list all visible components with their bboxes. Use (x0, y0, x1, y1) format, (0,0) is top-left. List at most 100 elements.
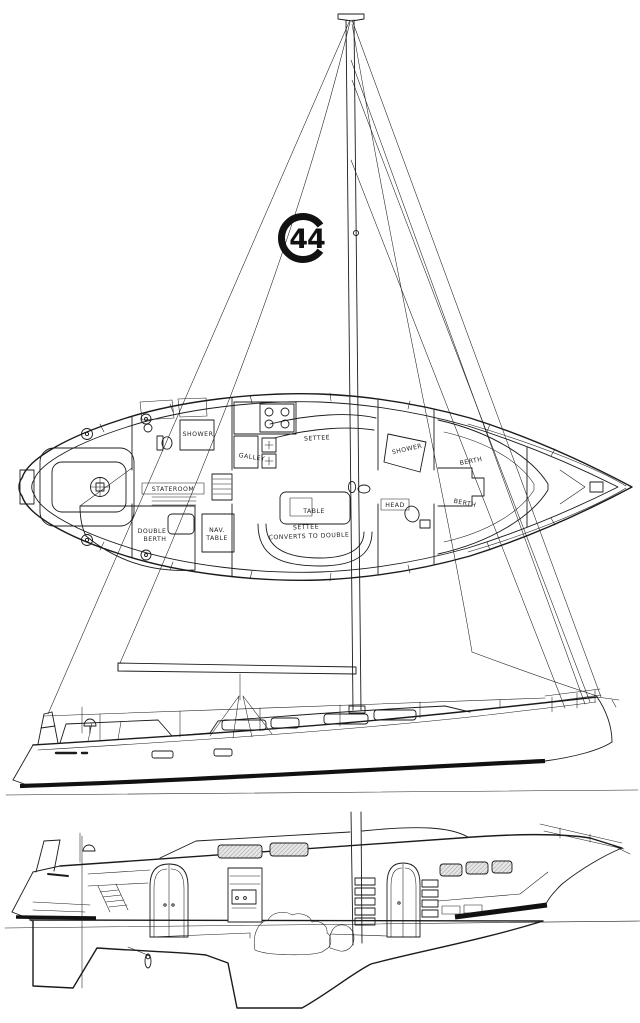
berth-edge-line (79, 467, 133, 507)
headsail-halyards (350, 79, 591, 709)
stern-arch (37, 711, 59, 745)
aft-stateroom-door (149, 863, 189, 938)
galley-stove (259, 403, 295, 433)
hull-outline-plan (18, 393, 633, 581)
fwd-cabin-windows (439, 860, 513, 877)
foredeck-seam-top (467, 423, 627, 487)
label-head: HEAD (385, 502, 405, 509)
main-leech (119, 21, 351, 664)
bow-pulpit (544, 688, 620, 713)
profile-view (5, 79, 639, 796)
cutaway-transom (11, 871, 34, 913)
jib-leech (351, 23, 473, 653)
aft-toilet (156, 435, 173, 451)
stern-boot-stripe (15, 915, 97, 920)
cutaway-transom-top (32, 865, 61, 873)
cutaway-waterline (4, 920, 640, 929)
water-surface-line (5, 789, 639, 796)
coachroof-aft (159, 831, 351, 859)
c-ring (278, 213, 328, 263)
mast-section (347, 480, 357, 494)
galley-sinks (261, 437, 277, 469)
foredeck-seam-bottom (467, 487, 627, 553)
label-nav-table-1: NAV. (209, 527, 225, 534)
salon-windows (217, 842, 309, 859)
deck-inner-line (31, 401, 619, 573)
label-settee-converts-1: SETTEE (293, 524, 319, 532)
logo-number: 44 (289, 224, 325, 255)
vberth-inner (443, 431, 535, 543)
fwd-head-door (386, 862, 421, 938)
boom (117, 662, 357, 675)
settee-upper-front (269, 414, 377, 425)
coachroof-fwd (361, 827, 469, 838)
berth-pillow (167, 513, 195, 535)
galley-fridge (233, 435, 259, 469)
bow-stem (596, 696, 613, 743)
label-double-berth-1: DOUBLE (138, 528, 167, 535)
plan-labels: SHOWER GALLEY SETTEE SHOWER BERTH BERTH … (138, 431, 483, 543)
head-label-box (380, 498, 410, 511)
toe-rail-line (37, 701, 597, 751)
fwd-toilet (404, 505, 431, 529)
forefoot (544, 741, 613, 762)
stern-deck-panels (139, 397, 208, 421)
transom-step-grid (19, 469, 35, 505)
label-table: TABLE (302, 508, 325, 515)
cutaway-stern-arch (35, 839, 61, 873)
label-galley: GALLEY (238, 452, 265, 463)
cabin-sole (149, 932, 388, 939)
settee-lower-inner (265, 523, 365, 559)
aft-washbasin (143, 423, 153, 433)
bow-boot-stripe (454, 902, 548, 920)
mast-fitting (352, 229, 360, 237)
lifelines (43, 697, 546, 742)
cockpit-coaming (39, 447, 135, 527)
steering-wheel (90, 477, 110, 497)
cutaway-bow-stem (544, 847, 623, 907)
settee-upper-back (273, 427, 375, 439)
anchor-locker (559, 469, 604, 505)
vberth-interior (437, 871, 549, 915)
boot-stripe (19, 758, 546, 789)
galley-area (233, 401, 297, 469)
fwd-drawer-stack (421, 879, 439, 918)
label-stateroom: STATEROOM (152, 486, 195, 493)
forestay (351, 19, 602, 698)
stateroom-steps (151, 496, 197, 506)
backstay (47, 19, 351, 715)
label-settee-converts-2: CONVERTS TO DOUBLE (269, 532, 350, 542)
stateroom-label-box (141, 482, 205, 495)
label-double-berth-2: BERTH (144, 536, 167, 543)
table-leaf (289, 497, 313, 517)
mast-front-edge (345, 19, 354, 711)
double-berth-outline (79, 505, 196, 571)
companionway-steps (97, 883, 129, 913)
label-berth-upper: BERTH (459, 456, 483, 467)
label-nav-table-2: TABLE (205, 535, 228, 542)
label-settee: SETTEE (304, 434, 330, 442)
fwd-washbasin (357, 484, 371, 494)
accommodation-plan: SHOWER GALLEY SETTEE SHOWER BERTH BERTH … (18, 392, 633, 582)
cutaway-bow-pulpit (539, 823, 631, 855)
hull-ports (54, 748, 233, 759)
sail-plan: 44 (47, 13, 602, 715)
galley-console (227, 867, 263, 923)
propeller (127, 946, 152, 969)
galley-counter (233, 401, 297, 435)
engine (254, 912, 355, 956)
aft-shower-stall (179, 419, 215, 451)
mainsheet-arch (209, 673, 273, 739)
mast-aft-edge (353, 19, 362, 711)
masthead-crane (337, 13, 365, 22)
salon-table (279, 491, 351, 525)
companionway-ladder (211, 473, 233, 501)
c44-logo: 44 (278, 213, 328, 263)
cutaway-mast (350, 811, 363, 946)
aft-cabin-interior (32, 869, 151, 913)
deck-winches (81, 413, 152, 561)
aft-deckhouse (59, 719, 173, 744)
cutaway-radar-dome (82, 844, 96, 852)
